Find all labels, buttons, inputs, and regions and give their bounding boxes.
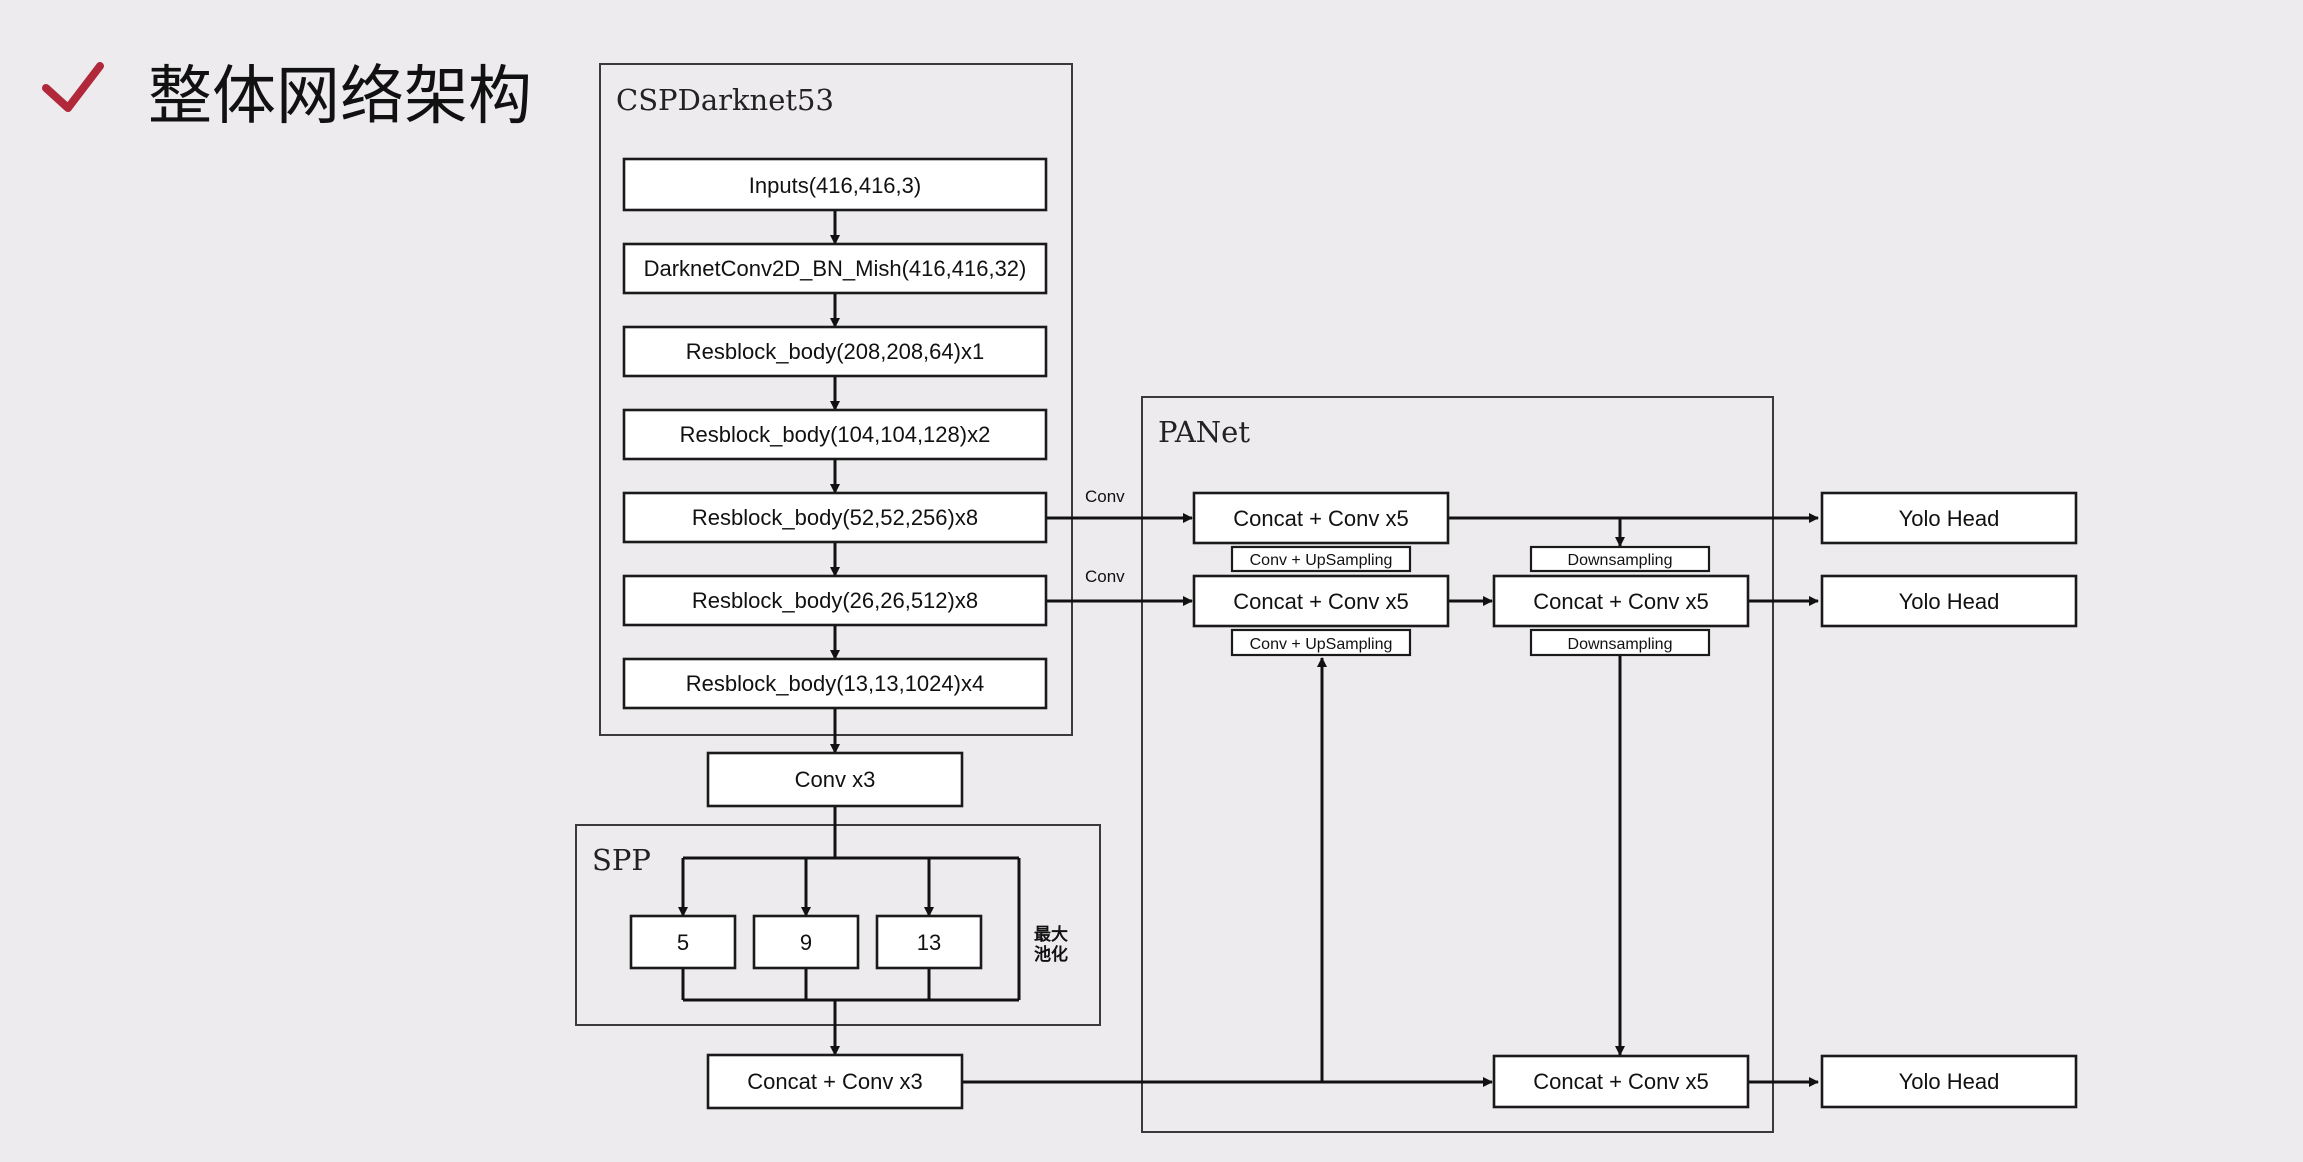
yolo-head-1-label: Yolo Head	[1899, 506, 2000, 531]
panet-concat-mid-right	[1492, 574, 1750, 628]
block-darknetconv	[622, 242, 1048, 295]
yolo-head-1	[1820, 491, 2078, 545]
conv-x3-label: Conv x3	[795, 767, 876, 792]
block-inputs	[622, 157, 1048, 212]
pool-5-label: 5	[677, 930, 689, 955]
block-resblock-26	[622, 574, 1048, 627]
spp-group-title: SPP	[592, 843, 651, 877]
backbone-blocks: Inputs(416,416,3) DarknetConv2D_BN_Mish(…	[622, 157, 1048, 710]
panet-group-title: PANet	[1158, 415, 1250, 449]
panet-concat-mid-right-label: Concat + Conv x5	[1533, 589, 1708, 614]
panet-upsample-top	[1230, 545, 1412, 573]
pool-note-line2: 池化	[1034, 944, 1068, 965]
edge-label-conv-top: Conv	[1085, 487, 1125, 506]
conv-x3-block	[706, 751, 964, 808]
panet-concat-top-label: Concat + Conv x5	[1233, 506, 1408, 531]
pool-9	[752, 914, 860, 970]
title-area: 整体网络架构	[42, 60, 532, 134]
panet-downsample-bottom	[1529, 628, 1711, 657]
yolo-head-3-label: Yolo Head	[1899, 1069, 2000, 1094]
panet-concat-mid-left	[1192, 574, 1450, 628]
panet-downsample-top	[1529, 545, 1711, 573]
pool-note-line1: 最大	[1034, 924, 1068, 945]
block-inputs-label: Inputs(416,416,3)	[749, 173, 921, 198]
block-resblock-104	[622, 408, 1048, 461]
panet-downsample-top-label: Downsampling	[1568, 552, 1673, 569]
concat-conv-x3-block	[706, 1053, 964, 1110]
block-resblock-208-label: Resblock_body(208,208,64)x1	[686, 339, 984, 364]
panet-upsample-top-label: Conv + UpSampling	[1250, 552, 1393, 569]
block-darknetconv-label: DarknetConv2D_BN_Mish(416,416,32)	[644, 256, 1027, 281]
concat-conv-x3-label: Concat + Conv x3	[747, 1069, 922, 1094]
pool-13	[875, 914, 983, 970]
pool-5	[629, 914, 737, 970]
yolo-head-3	[1820, 1054, 2078, 1109]
block-resblock-208	[622, 325, 1048, 378]
page-title: 整体网络架构	[148, 60, 532, 134]
panet-upsample-bottom-label: Conv + UpSampling	[1250, 636, 1393, 653]
panet-concat-mid-left-label: Concat + Conv x5	[1233, 589, 1408, 614]
block-resblock-13-label: Resblock_body(13,13,1024)x4	[686, 671, 984, 696]
panet-downsample-bottom-label: Downsampling	[1568, 636, 1673, 653]
block-resblock-52-label: Resblock_body(52,52,256)x8	[692, 505, 978, 530]
block-resblock-26-label: Resblock_body(26,26,512)x8	[692, 588, 978, 613]
yolo-heads: Yolo Head Yolo Head Yolo Head	[1820, 491, 2078, 1109]
panet-group	[1141, 396, 1774, 1133]
panet-concat-bottom-label: Concat + Conv x5	[1533, 1069, 1708, 1094]
yolo-head-2	[1820, 574, 2078, 628]
block-resblock-104-label: Resblock_body(104,104,128)x2	[680, 422, 991, 447]
panet-upsample-bottom	[1230, 628, 1412, 657]
panet-blocks: Concat + Conv x5 Conv + UpSampling Conca…	[1192, 491, 1750, 1109]
pool-9-label: 9	[800, 930, 812, 955]
backbone-group-title: CSPDarknet53	[616, 83, 834, 117]
connectors	[678, 210, 1819, 1087]
pool-13-label: 13	[917, 930, 941, 955]
block-resblock-52	[622, 491, 1048, 544]
yolo-head-2-label: Yolo Head	[1899, 589, 2000, 614]
spp-group	[575, 824, 1101, 1026]
panet-concat-top	[1192, 491, 1450, 545]
checkmark-icon	[42, 62, 104, 112]
panet-concat-bottom	[1492, 1054, 1750, 1109]
edge-label-conv-mid: Conv	[1085, 567, 1125, 586]
spp-section: Conv x3 5 9 13 最大 池化 Concat + Conv x3	[629, 751, 1068, 1110]
block-resblock-13	[622, 657, 1048, 710]
